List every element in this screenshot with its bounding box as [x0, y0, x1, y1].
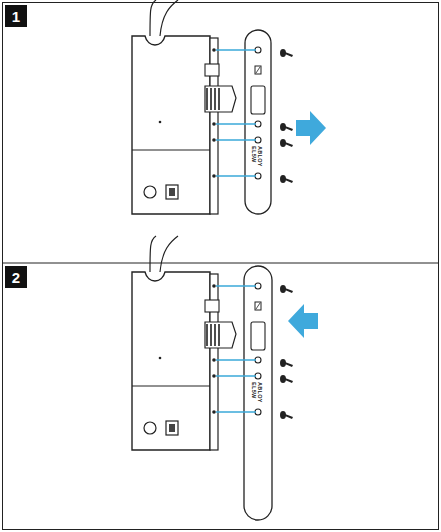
step-number-box: 2: [5, 266, 27, 288]
step-number: 1: [12, 8, 20, 25]
faceplate-marking: ABLOY: [257, 382, 263, 403]
faceplate-marking: EL5W: [251, 382, 257, 398]
faceplate-marking: ABLOY: [257, 146, 263, 167]
step-number-box: 1: [5, 5, 27, 27]
faceplate-marking: EL5W: [251, 146, 257, 162]
step-number: 2: [12, 269, 20, 286]
